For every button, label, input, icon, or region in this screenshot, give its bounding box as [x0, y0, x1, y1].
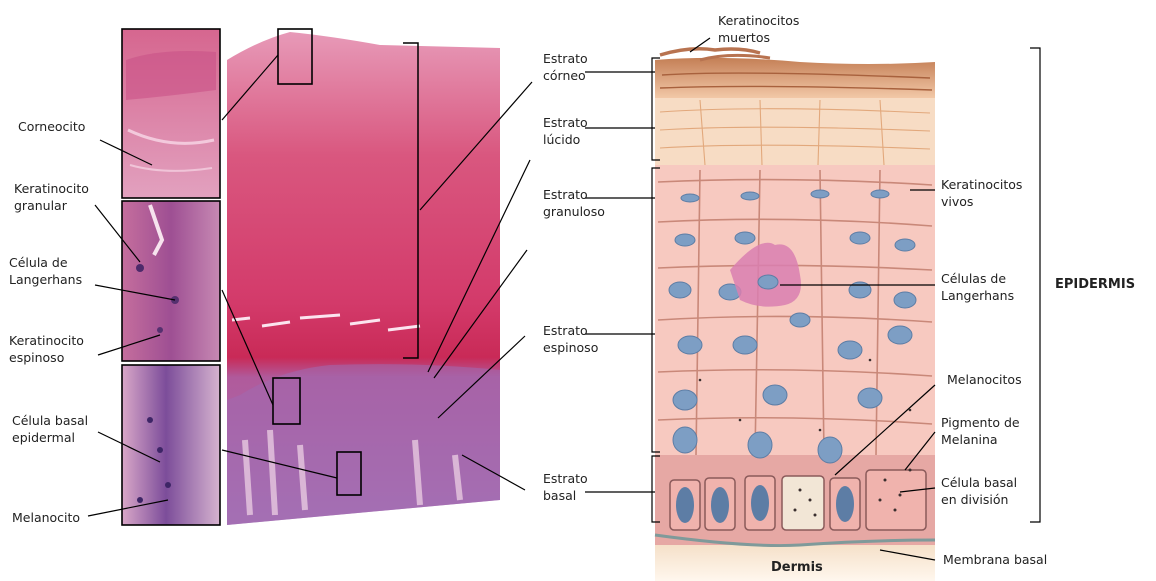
- epidermis-illustration: [655, 49, 935, 581]
- inset-basal-panel: [122, 365, 220, 525]
- label-celulas-langerhans: Células de Langerhans: [941, 270, 1014, 304]
- label-keratinocito-granular: Keratinocito granular: [14, 180, 89, 214]
- label-dermis: Dermis: [771, 559, 823, 576]
- histology-micrograph: [222, 29, 500, 525]
- label-keratinocitos-vivos: Keratinocitos vivos: [941, 176, 1022, 210]
- label-estrato-lucido: Estrato lúcido: [543, 114, 588, 148]
- label-keratinocito-espinoso: Keratinocito espinoso: [9, 332, 84, 366]
- label-melanocitos: Melanocitos: [947, 371, 1022, 388]
- inset-corneum-panel: [122, 29, 220, 198]
- label-celula-basal-epidermal: Célula basal epidermal: [12, 412, 88, 446]
- label-membrana-basal: Membrana basal: [943, 551, 1047, 568]
- dead-keratinocyte-flakes: [660, 49, 760, 55]
- label-pigmento-melanina: Pigmento de Melanina: [941, 414, 1020, 448]
- label-estrato-basal: Estrato basal: [543, 470, 588, 504]
- label-keratinocitos-muertos: Keratinocitos muertos: [718, 12, 799, 46]
- label-estrato-espinoso: Estrato espinoso: [543, 322, 598, 356]
- label-estrato-granuloso: Estrato granuloso: [543, 186, 605, 220]
- basal-cells: [670, 470, 926, 530]
- label-celula-langerhans: Célula de Langerhans: [9, 254, 82, 288]
- label-epidermis: EPIDERMIS: [1055, 276, 1135, 293]
- label-estrato-corneo: Estrato córneo: [543, 50, 588, 84]
- inset-spinous-panel: [122, 201, 220, 361]
- label-corneocito: Corneocito: [18, 118, 85, 135]
- label-celula-basal-division: Célula basal en división: [941, 474, 1017, 508]
- label-melanocito: Melanocito: [12, 509, 80, 526]
